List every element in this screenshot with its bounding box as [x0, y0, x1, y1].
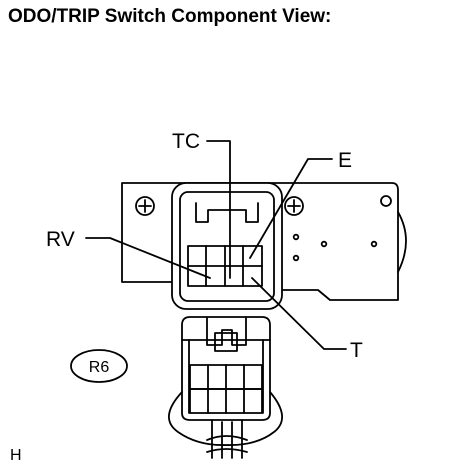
leader-t [251, 277, 347, 350]
switch-knob [397, 211, 407, 273]
label-connector-code: R6 [89, 359, 110, 376]
wire-harness [168, 391, 283, 446]
leader-e [249, 158, 333, 259]
leader-tc [206, 140, 231, 279]
label-corner: H [10, 447, 22, 464]
label-t: T [350, 339, 363, 362]
label-rv: RV [46, 228, 75, 251]
page-title: ODO/TRIP Switch Component View: [8, 6, 332, 27]
label-tc: TC [172, 130, 200, 153]
screw-left-icon [135, 196, 155, 216]
connector-code-oval [70, 349, 128, 383]
body-tab [380, 195, 392, 207]
screw-right-icon [284, 196, 304, 216]
leader-rv [85, 237, 211, 279]
label-e: E [338, 149, 352, 172]
